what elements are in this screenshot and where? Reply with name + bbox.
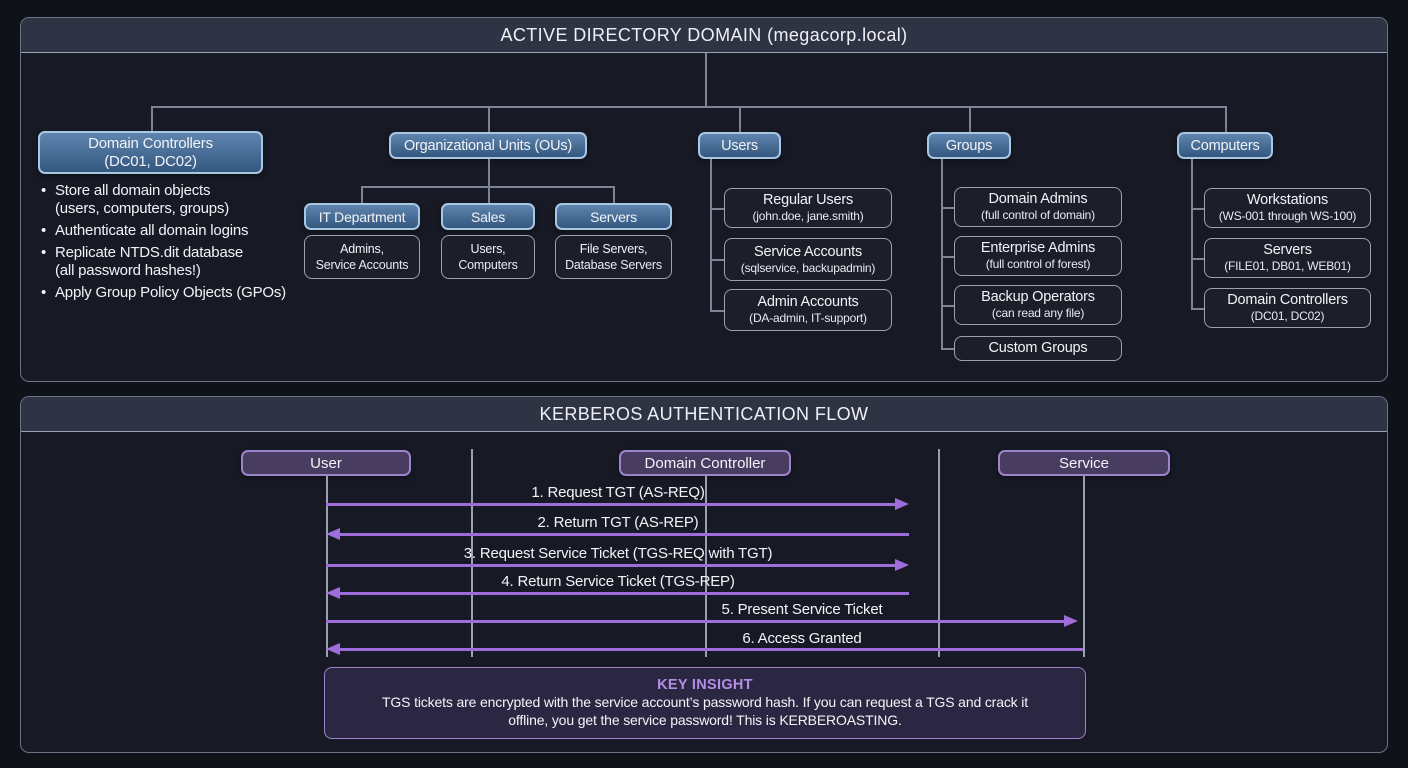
message-label: 6. Access Granted [742, 630, 862, 647]
node-custom-groups: Custom Groups [954, 336, 1122, 361]
arrowhead-left-icon [326, 528, 340, 540]
node-domain-controllers: Domain Controllers (DC01, DC02) [38, 131, 263, 174]
list-item: Authenticate all domain logins [39, 222, 319, 240]
arrowhead-right-icon [1064, 615, 1078, 627]
key-insight-text: offline, you get the service password! T… [508, 711, 902, 728]
message-arrow [340, 648, 1083, 651]
connector-line [969, 106, 971, 132]
connector-line [710, 159, 712, 310]
arrowhead-right-icon [895, 559, 909, 571]
node-server-computers: Servers (FILE01, DB01, WEB01) [1204, 238, 1371, 278]
message-arrow [326, 620, 1064, 623]
message-label: 4. Return Service Ticket (TGS-REP) [501, 573, 735, 590]
connector-line [488, 159, 490, 186]
node-it-department-members: Admins, Service Accounts [304, 235, 420, 279]
node-servers-ou-members: File Servers, Database Servers [555, 235, 672, 279]
connector-line [1191, 208, 1204, 210]
lifeline-domain-controller [705, 476, 707, 657]
message-label: 5. Present Service Ticket [721, 601, 883, 618]
list-item: Apply Group Policy Objects (GPOs) [39, 284, 319, 302]
connector-line [488, 186, 490, 203]
connector-line [941, 305, 954, 307]
connector-line [941, 207, 954, 209]
node-domain-admins: Domain Admins (full control of domain) [954, 187, 1122, 227]
connector-line [1191, 308, 1204, 310]
arrowhead-left-icon [326, 643, 340, 655]
kerberos-panel: KERBEROS AUTHENTICATION FLOW User Domain… [20, 396, 1388, 753]
node-computers: Computers [1177, 132, 1273, 159]
message-label: 3. Request Service Ticket (TGS-REQ with … [463, 545, 773, 562]
key-insight-text: TGS tickets are encrypted with the servi… [382, 694, 1028, 710]
message-arrow [340, 592, 909, 595]
divider-line [938, 449, 940, 657]
actor-domain-controller: Domain Controller [619, 450, 791, 476]
connector-line [488, 106, 490, 132]
connector-line [710, 310, 724, 312]
dc-notes-list: Store all domain objects (users, compute… [39, 182, 319, 306]
connector-line [1191, 159, 1193, 308]
node-servers-ou: Servers [555, 203, 672, 230]
connector-line [361, 186, 363, 203]
connector-line [151, 106, 153, 132]
node-groups: Groups [927, 132, 1011, 159]
connector-line [710, 259, 724, 261]
actor-user: User [241, 450, 411, 476]
node-backup-operators: Backup Operators (can read any file) [954, 285, 1122, 325]
list-item: Replicate NTDS.dit database (all passwor… [39, 244, 319, 280]
node-service-accounts: Service Accounts (sqlservice, backupadmi… [724, 238, 892, 281]
connector-line [739, 106, 741, 132]
arrowhead-left-icon [326, 587, 340, 599]
connector-line [705, 53, 707, 106]
arrowhead-right-icon [895, 498, 909, 510]
node-regular-users: Regular Users (john.doe, jane.smith) [724, 188, 892, 228]
connector-line [941, 256, 954, 258]
connector-line [1225, 106, 1227, 132]
node-dc-computers: Domain Controllers (DC01, DC02) [1204, 288, 1371, 328]
message-arrow [326, 503, 895, 506]
message-label: 1. Request TGT (AS-REQ) [531, 484, 705, 501]
connector-line [1191, 258, 1204, 260]
node-organizational-units: Organizational Units (OUs) [389, 132, 587, 159]
lifeline-service [1083, 476, 1085, 657]
connector-line [941, 348, 954, 350]
lifeline-user [326, 476, 328, 657]
connector-line [613, 186, 615, 203]
node-enterprise-admins: Enterprise Admins (full control of fores… [954, 236, 1122, 276]
key-insight-title: KEY INSIGHT [657, 677, 753, 693]
connector-line [710, 208, 724, 210]
kerberos-panel-title: KERBEROS AUTHENTICATION FLOW [21, 397, 1387, 432]
ad-panel-title: ACTIVE DIRECTORY DOMAIN (megacorp.local) [21, 18, 1387, 53]
active-directory-panel: ACTIVE DIRECTORY DOMAIN (megacorp.local)… [20, 17, 1388, 382]
message-label: 2. Return TGT (AS-REP) [537, 514, 699, 531]
node-admin-accounts: Admin Accounts (DA-admin, IT-support) [724, 289, 892, 331]
connector-line [941, 159, 943, 348]
key-insight-callout: KEY INSIGHT TGS tickets are encrypted wi… [324, 667, 1086, 739]
message-arrow [340, 533, 909, 536]
node-sales: Sales [441, 203, 535, 230]
actor-service: Service [998, 450, 1170, 476]
node-sales-members: Users, Computers [441, 235, 535, 279]
node-users: Users [698, 132, 781, 159]
node-workstations: Workstations (WS-001 through WS-100) [1204, 188, 1371, 228]
connector-line [361, 186, 614, 188]
message-arrow [326, 564, 895, 567]
connector-line [151, 106, 1226, 108]
node-it-department: IT Department [304, 203, 420, 230]
list-item: Store all domain objects (users, compute… [39, 182, 319, 218]
divider-line [471, 449, 473, 657]
